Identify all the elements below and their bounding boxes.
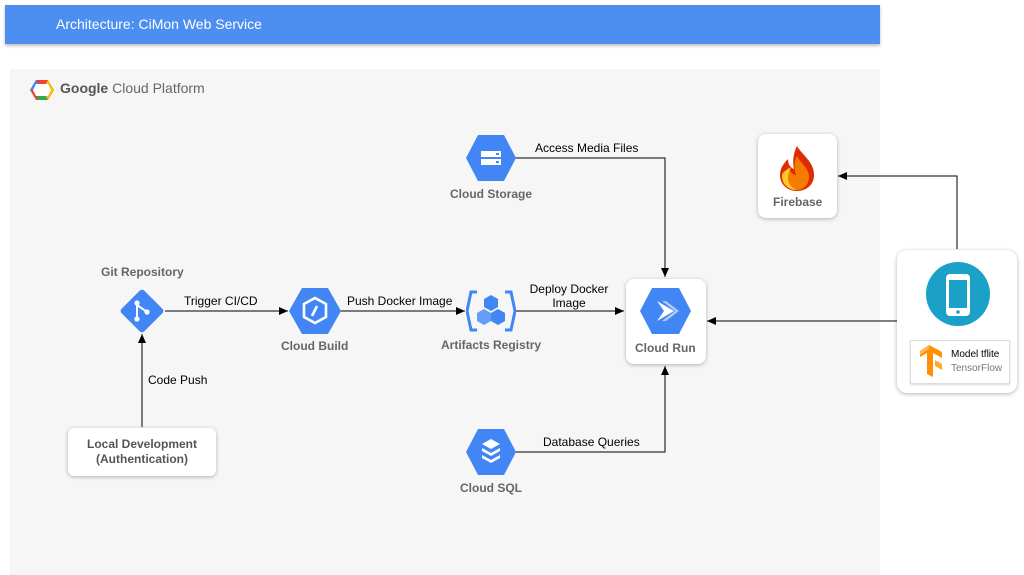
- gcp-panel: [10, 69, 880, 575]
- label-access-media-files: Access Media Files: [535, 141, 639, 155]
- cloud-build-icon[interactable]: [289, 287, 341, 335]
- tensorflow-icon: [920, 345, 942, 377]
- local-dev-line2: (Authentication): [96, 452, 188, 466]
- git-repository-label: Git Repository: [101, 265, 184, 279]
- header-banner: Architecture: CiMon Web Service: [5, 5, 880, 44]
- cloud-storage-label: Cloud Storage: [450, 187, 533, 201]
- local-development-node[interactable]: Local Development (Authentication): [68, 428, 216, 476]
- cloud-run-label: Cloud Run: [635, 341, 696, 355]
- artifacts-registry-label: Artifacts Registry: [441, 338, 542, 352]
- cloud-run-icon[interactable]: [640, 287, 691, 335]
- label-database-queries: Database Queries: [543, 435, 640, 449]
- label-trigger-ci-cd: Trigger CI/CD: [184, 294, 258, 308]
- smartphone-icon: [926, 262, 990, 326]
- local-dev-line1: Local Development: [86, 437, 198, 451]
- tensorflow-label: TensorFlow: [951, 363, 1003, 374]
- artifacts-registry-icon[interactable]: [466, 289, 516, 333]
- cloud-build-label: Cloud Build: [281, 339, 349, 353]
- git-icon[interactable]: [118, 287, 166, 335]
- cloud-sql-icon[interactable]: [466, 428, 516, 476]
- edge-database-queries: [515, 366, 669, 453]
- edge-access-media-files: [515, 157, 669, 277]
- platform-title: Google Cloud Platform: [60, 80, 205, 96]
- cloud-storage-icon[interactable]: [466, 134, 516, 182]
- model-tflite-label: Model tflite: [951, 349, 1000, 360]
- gcp-logo-icon: [30, 80, 54, 100]
- firebase-label: Firebase: [773, 195, 823, 209]
- page-title: Architecture: CiMon Web Service: [56, 16, 262, 32]
- cloud-sql-label: Cloud SQL: [460, 481, 522, 495]
- edge-mobile-to-firebase: [838, 172, 958, 249]
- label-push-docker-image: Push Docker Image: [347, 294, 453, 308]
- label-code-push: Code Push: [148, 373, 208, 387]
- firebase-flame-icon: [780, 146, 814, 191]
